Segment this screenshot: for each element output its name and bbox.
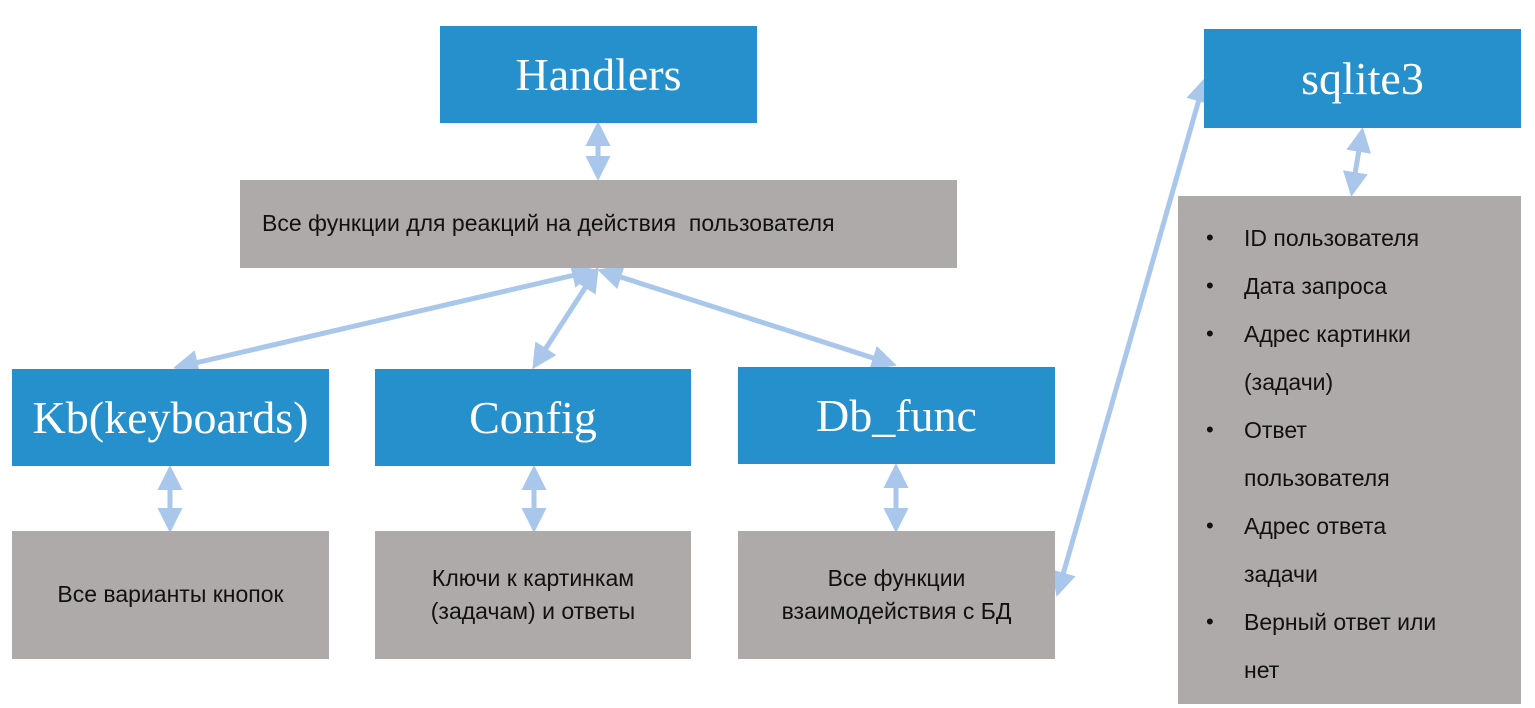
- handlers-module-box: Handlers: [440, 26, 757, 123]
- kb-module-box: Kb(keyboards): [12, 369, 329, 466]
- dbfunc-module-label: Db_func: [816, 390, 977, 441]
- sqlite-fields-box: ID пользователя Дата запроса Адрес карти…: [1178, 196, 1521, 704]
- handlers-description-box: Все функции для реакций на действия поль…: [240, 180, 957, 268]
- list-item-line: Адрес картинки: [1244, 321, 1411, 347]
- dbfunc-description-line-1: Все функции: [827, 564, 966, 591]
- list-item-line: Верный ответ или: [1244, 609, 1437, 635]
- list-item-line: ID пользователя: [1244, 225, 1420, 251]
- config-description-line-2: (задачам) и ответы: [430, 598, 636, 624]
- kb-description-box: Все варианты кнопок: [12, 531, 329, 659]
- kb-module-label: Kb(keyboards): [32, 392, 309, 443]
- list-item: Адрес картинки (задачи): [1206, 310, 1503, 406]
- kb-description-text: Все варианты кнопок: [57, 581, 284, 608]
- dbfunc-module-box: Db_func: [738, 367, 1055, 464]
- list-item-line: Дата запроса: [1244, 273, 1387, 299]
- config-description-line-1: Ключи к картинкам: [431, 564, 635, 591]
- config-description-box: Ключи к картинкам (задачам) и ответы: [375, 531, 691, 659]
- dbfunc-description-box: Все функции взаимодействия с БД: [738, 531, 1055, 659]
- config-module-box: Config: [375, 369, 691, 466]
- list-item: Ответ пользователя: [1206, 406, 1503, 502]
- list-item: ID пользователя: [1206, 214, 1503, 262]
- config-module-label: Config: [469, 392, 597, 443]
- arrow-handlers-desc-to-kb: [173, 263, 597, 375]
- list-item-line: (задачи): [1244, 369, 1334, 395]
- list-item-line: Адрес ответа: [1244, 513, 1387, 539]
- handlers-module-label: Handlers: [515, 49, 682, 100]
- list-item: Верный ответ или нет: [1206, 598, 1503, 694]
- dbfunc-description-line-2: взаимодействия с БД: [781, 598, 1012, 624]
- list-item-line: пользователя: [1244, 465, 1390, 491]
- sqlite-module-box: sqlite3: [1204, 29, 1521, 128]
- sqlite-module-label: sqlite3: [1301, 53, 1424, 104]
- arrow-handlers-desc-to-config: [532, 266, 599, 370]
- list-item-line: задачи: [1244, 561, 1318, 587]
- list-item: Дата запроса: [1206, 262, 1503, 310]
- arrow-handlers-desc-to-dbfunc: [597, 265, 897, 370]
- list-item-line: нет: [1244, 657, 1280, 683]
- list-item-line: Ответ: [1244, 417, 1307, 443]
- handlers-description-text: Все функции для реакций на действия поль…: [262, 210, 835, 237]
- list-item: Адрес ответа задачи: [1206, 502, 1503, 598]
- arrow-sqlite-to-fields: [1342, 127, 1372, 197]
- arrow-dbfunc-desc-to-sqlite: [1051, 77, 1211, 597]
- sqlite-fields-list: ID пользователя Дата запроса Адрес карти…: [1206, 214, 1503, 694]
